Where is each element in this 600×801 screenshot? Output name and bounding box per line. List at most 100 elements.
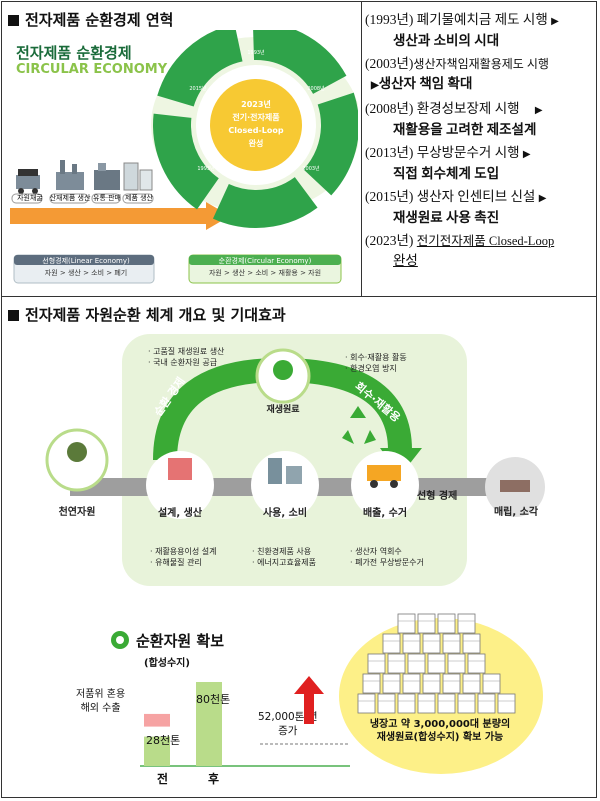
discharge-collection-node bbox=[351, 451, 419, 519]
timeline-item: (2003년)생산자책임재활용제도 시행 ▶생산자 책임 확대 bbox=[365, 56, 549, 91]
recycled-material-label: 재생원료 bbox=[266, 405, 300, 415]
expect-bar-chart bbox=[140, 682, 350, 767]
fridge-icon bbox=[477, 693, 496, 714]
bar-export-segment bbox=[144, 713, 170, 727]
fridge-icon bbox=[497, 693, 516, 714]
center-text-line: Closed-Loop bbox=[228, 126, 283, 135]
column-divider bbox=[361, 1, 362, 296]
after-category-label: 후 bbox=[208, 772, 220, 786]
design-production-node bbox=[146, 451, 214, 519]
circular-box-title: 순환경제(Circular Economy) bbox=[218, 257, 312, 265]
expect-title: 순환자원 확보 bbox=[136, 632, 225, 650]
circular-economy-box bbox=[188, 254, 342, 284]
segment-1993-text: 1993년 bbox=[247, 49, 265, 56]
circular-box-flow: 자원 > 생산 > 소비 > 재활용 > 자원 bbox=[208, 269, 322, 277]
mining-cart-icon bbox=[16, 169, 40, 194]
before-value-label: 28천톤 bbox=[146, 734, 181, 747]
fridge-stack-icon bbox=[357, 613, 516, 714]
timeline-item: (2015년) 생산자 인센티브 신설 ▶ 재생원료 사용 촉진 bbox=[365, 189, 547, 225]
fridge-icon bbox=[442, 633, 461, 654]
node-label-discharge: 배출, 수거 bbox=[362, 508, 408, 519]
factory-icon bbox=[168, 458, 192, 480]
fridge-icon bbox=[397, 613, 416, 634]
fridge-icon bbox=[417, 613, 436, 634]
center-text-line: 완성 bbox=[249, 138, 264, 148]
section-divider bbox=[1, 296, 597, 297]
use-consumption-node bbox=[251, 451, 319, 519]
fridge-bubble bbox=[339, 613, 543, 774]
timeline-item: (2013년) 무상방문수거 시행 ▶ 직접 회수체계 도입 bbox=[365, 145, 531, 181]
leaf-icon bbox=[273, 360, 293, 380]
fridge-icon bbox=[422, 633, 441, 654]
factory-icon bbox=[56, 160, 84, 190]
timeline-item: (1993년) 폐기물예치금 제도 시행 ▶ 생산과 소비의 시대 bbox=[365, 12, 559, 48]
linear-economy-box bbox=[13, 254, 155, 284]
bottom-bullets-design: · 재활용용이성 설계· 유해물질 관리 bbox=[150, 547, 217, 567]
fridge-icon bbox=[457, 693, 476, 714]
fridge-icon bbox=[437, 613, 456, 634]
fridge-icon bbox=[417, 693, 436, 714]
icon-label-product: 산재제품 생산 bbox=[49, 194, 91, 202]
increase-arrow bbox=[294, 676, 324, 724]
node-label-landfill: 매립, 소각 bbox=[493, 507, 539, 518]
timeline-item: (2008년) 환경성보장제 시행 ▶ 재활용을 고려한 제조설계 bbox=[365, 101, 543, 137]
bottom-bullets-discharge: · 생산자 역회수· 폐가전 무상방문수거 bbox=[350, 547, 424, 567]
fridge-icon bbox=[402, 673, 421, 694]
fridge-icon bbox=[442, 673, 461, 694]
fridge-icon bbox=[397, 693, 416, 714]
truck-icon bbox=[367, 465, 401, 481]
fridge-icon bbox=[467, 653, 486, 674]
fridge-icon bbox=[437, 693, 456, 714]
circular-economy-svg: 1993년 2008년 2003년 1993년 2015년 2023년 전기·전… bbox=[10, 30, 358, 284]
after-value-label: 80천톤 bbox=[196, 693, 231, 706]
washer-icon bbox=[286, 466, 302, 484]
expect-subtitle: (합성수지) bbox=[144, 658, 190, 669]
fridge-icon bbox=[367, 653, 386, 674]
landfill-node bbox=[485, 457, 545, 517]
fridge-icon bbox=[387, 653, 406, 674]
fridge-icon bbox=[462, 633, 481, 654]
icon-label-mining: 자원채굴 bbox=[17, 194, 43, 202]
center-text-line: 2023년 bbox=[241, 99, 271, 109]
icon-label-production: 제품 생산 bbox=[125, 194, 153, 202]
fridge-icon bbox=[407, 653, 426, 674]
bottom-bullets-use: · 친환경제품 사용· 에너지고효율제품 bbox=[252, 547, 316, 567]
center-circle bbox=[210, 79, 302, 171]
linear-economy-label: 선형 경제 bbox=[417, 491, 458, 502]
center-text-line: 전기·전자제품 bbox=[232, 112, 280, 122]
node-label-use: 사용, 소비 bbox=[262, 508, 308, 519]
graphic-title: 전자제품 순환경제 bbox=[16, 44, 132, 62]
top-left-bullets: · 고품질 재생원료 생산· 국내 순환자원 공급 bbox=[148, 347, 225, 367]
top-right-bullets: · 회수·재활용 활동· 환경오염 방지 bbox=[345, 353, 407, 373]
linear-flow-arrow bbox=[10, 202, 230, 230]
fridge-icon bbox=[457, 613, 476, 634]
fridge-icon bbox=[402, 633, 421, 654]
svg-text:1993년: 1993년 bbox=[197, 165, 215, 172]
fridge-icon bbox=[268, 458, 282, 484]
svg-text:2003년: 2003년 bbox=[302, 165, 320, 172]
icon-label-distribution: 유통·판매 bbox=[93, 194, 121, 202]
before-category-label: 전 bbox=[157, 772, 169, 786]
graphic-subtitle: CIRCULAR ECONOMY bbox=[16, 62, 168, 77]
machine-icon bbox=[94, 163, 120, 190]
node-label-natural: 천연자원 bbox=[58, 507, 96, 518]
timeline-item: (2023년) 전기전자제품 Closed-Loop 완성 bbox=[365, 233, 555, 268]
fridge-icon bbox=[422, 673, 441, 694]
fridge-icon bbox=[427, 653, 446, 674]
segment-2003-text: 2008년 bbox=[307, 85, 325, 92]
fridge-icon bbox=[482, 673, 501, 694]
linear-box-title: 선형경제(Linear Economy) bbox=[42, 257, 130, 265]
recycle-icon bbox=[342, 406, 376, 444]
resource-cycle-svg bbox=[45, 334, 545, 586]
fridge-icon bbox=[382, 673, 401, 694]
svg-text:2015년: 2015년 bbox=[189, 85, 207, 92]
fridge-icon bbox=[362, 673, 381, 694]
node-label-design: 설계, 생산 bbox=[157, 508, 203, 519]
fridge-icon bbox=[357, 693, 376, 714]
fridge-icon bbox=[447, 653, 466, 674]
resource-icon bbox=[111, 631, 129, 649]
section1-title: 전자제품 순환경제 연혁 bbox=[8, 9, 173, 30]
